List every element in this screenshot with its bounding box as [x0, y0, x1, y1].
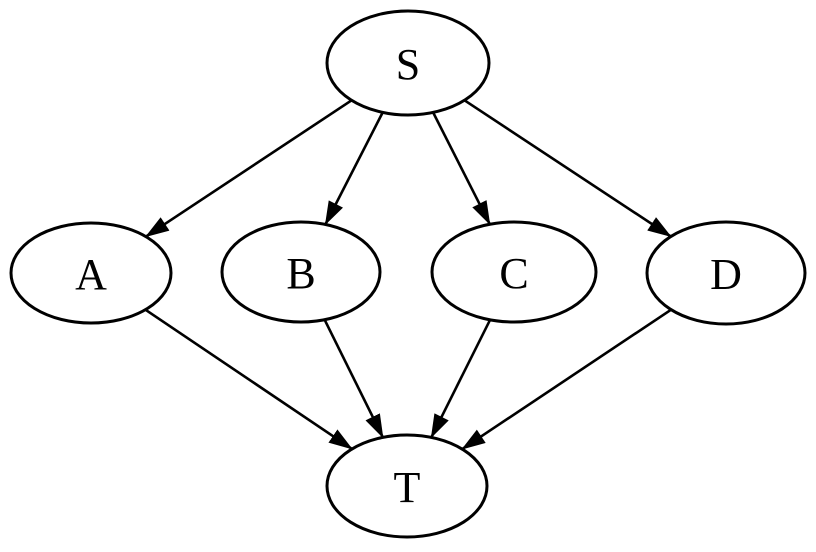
edge-D-T: [461, 308, 672, 451]
nodes-layer: S A B C D T: [9, 9, 807, 539]
edge-S-C: [431, 111, 491, 226]
edge-S-A: [145, 99, 353, 238]
node-label-D: D: [710, 250, 742, 299]
node-ellipse-D: [645, 220, 807, 326]
edge-S-B: [324, 111, 384, 226]
edge-A-T: [144, 308, 353, 450]
node-S: S: [325, 9, 491, 117]
edge-C-T: [430, 319, 492, 439]
node-label-A: A: [75, 250, 107, 299]
node-label-C: C: [499, 249, 528, 298]
node-C: C: [430, 220, 598, 324]
node-ellipse-C: [430, 220, 598, 324]
node-T: T: [325, 433, 489, 539]
edges-layer: [144, 99, 672, 451]
edge-S-D: [463, 99, 672, 238]
node-ellipse-B: [220, 220, 382, 324]
node-A: A: [9, 221, 173, 325]
node-ellipse-A: [9, 221, 173, 325]
node-ellipse-T: [325, 433, 489, 539]
node-label-B: B: [286, 249, 315, 298]
edge-B-T: [323, 319, 385, 439]
node-D: D: [645, 220, 807, 326]
node-B: B: [220, 220, 382, 324]
node-label-T: T: [394, 463, 421, 512]
node-ellipse-S: [325, 9, 491, 117]
node-label-S: S: [396, 40, 420, 89]
